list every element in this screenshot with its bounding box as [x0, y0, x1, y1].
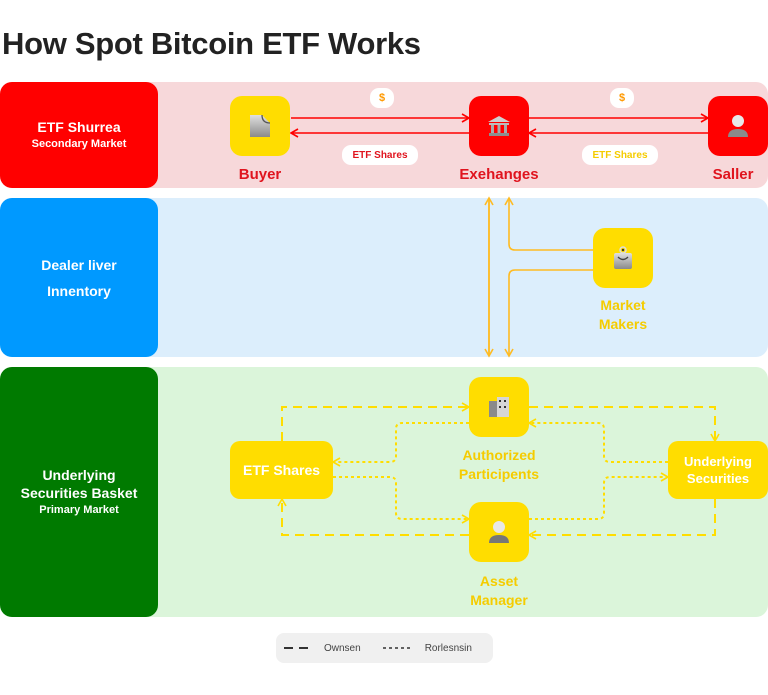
exchanges-label: Exehanges — [459, 166, 539, 183]
etf-shares-badge-left: ETF Shares — [342, 145, 418, 165]
buyer-label: Buyer — [238, 166, 282, 183]
underlying-line2: Securities — [686, 471, 750, 486]
seller-label: Saller — [712, 166, 754, 183]
primary-market-band: Underlying Securities Basket Primary Mar… — [0, 367, 768, 617]
primary-label-line2: Securities Basket — [20, 485, 138, 501]
secondary-label-line1: ETF Shurrea — [37, 119, 121, 135]
person-icon — [489, 521, 509, 543]
market-makers-label: Market Makers — [573, 296, 673, 334]
authorized-participants-label: Authorized Participents — [439, 446, 559, 484]
ap-label-line1: Authorized — [462, 447, 536, 463]
seller-node[interactable] — [708, 96, 768, 156]
market-makers-label-line1: Market — [600, 297, 646, 313]
legend: Ownsen Rorlesnsin — [276, 633, 493, 663]
asset-manager-label: Asset Manager — [449, 572, 549, 610]
legend-ownership-label: Ownsen — [324, 642, 361, 654]
asset-manager-label-line2: Manager — [470, 592, 528, 608]
etf-shares-badge-right: ETF Shares — [582, 145, 658, 165]
person-icon — [728, 115, 748, 137]
secondary-market-label: ETF Shurrea Secondary Market — [0, 82, 158, 188]
dealer-label-line1: Dealer liver — [41, 256, 117, 273]
exchanges-node[interactable] — [469, 96, 529, 156]
price-badge-right: $ — [610, 88, 634, 108]
etf-shares-box[interactable]: ETF Shares — [230, 441, 333, 499]
legend-redemption-label: Rorlesnsin — [424, 642, 472, 654]
underlying-line1: Underlying — [684, 454, 752, 469]
primary-label-line1: Underlying — [42, 467, 116, 483]
primary-market-label: Underlying Securities Basket Primary Mar… — [0, 367, 158, 617]
underlying-securities-box[interactable]: Underlying Securities — [668, 441, 768, 499]
building-icon — [489, 397, 509, 417]
asset-manager-label-line1: Asset — [479, 573, 519, 589]
ap-label-line2: Participents — [458, 466, 540, 482]
asset-manager-node[interactable] — [469, 502, 529, 562]
buyer-node[interactable] — [230, 96, 290, 156]
dealer-inventory-label: Dealer liver Innentory — [0, 198, 158, 357]
document-icon — [250, 114, 271, 137]
market-makers-node[interactable] — [593, 228, 653, 288]
legend-dotted-swatch — [382, 647, 411, 649]
page-title: How Spot Bitcoin ETF Works — [2, 26, 421, 61]
bag-icon — [614, 246, 632, 269]
bank-icon — [488, 116, 510, 136]
market-makers-label-line2: Makers — [598, 316, 648, 332]
price-badge-left: $ — [370, 88, 394, 108]
dealer-label-line2: Innentory — [47, 282, 111, 299]
secondary-label-line2: Secondary Market — [31, 138, 127, 150]
authorized-participants-node[interactable] — [469, 377, 529, 437]
primary-label-line3: Primary Market — [39, 504, 119, 516]
legend-dashed-swatch — [284, 647, 312, 649]
